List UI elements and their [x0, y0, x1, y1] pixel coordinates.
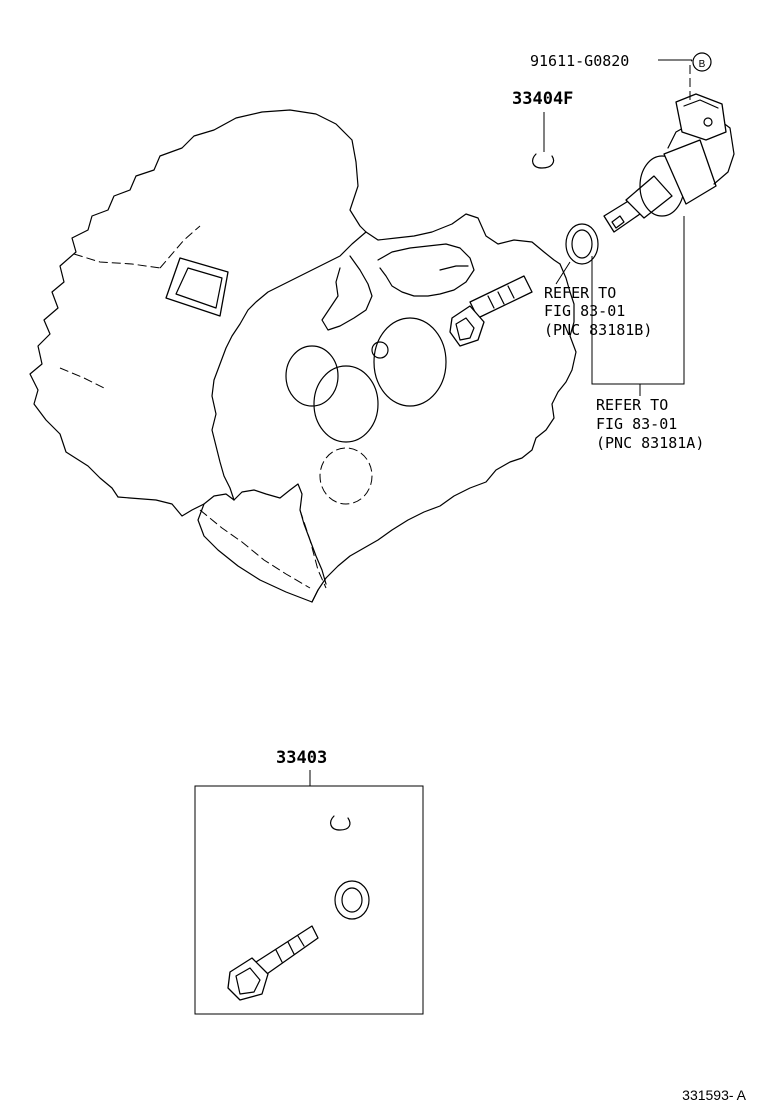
label-clip-part: 33404F: [512, 89, 573, 109]
kit-driven-gear: [227, 925, 319, 1001]
o-ring: [555, 223, 599, 285]
refer-a-line2: FIG 83-01: [596, 415, 677, 433]
bolt-marker: B: [699, 59, 706, 70]
refer-bracket-a: [591, 216, 685, 396]
refer-b-line2: FIG 83-01: [544, 302, 625, 320]
label-sensor-bolt: 91611-G0820: [530, 52, 629, 70]
speedometer-driven-gear: [449, 275, 533, 347]
kit-box: 33403: [194, 748, 424, 1015]
clip-33404f: [532, 112, 555, 169]
kit-o-ring: [334, 880, 370, 920]
refer-a-line3: (PNC 83181A): [596, 434, 704, 452]
refer-b-line1: REFER TO: [544, 284, 616, 302]
refer-a-line1: REFER TO: [596, 396, 668, 414]
refer-b-line3: (PNC 83181B): [544, 321, 652, 339]
transmission-housing: [29, 109, 577, 603]
kit-clip: [330, 815, 351, 831]
figure-id: 331593- A: [682, 1087, 746, 1103]
speed-sensor: B: [603, 52, 735, 233]
label-kit-part: 33403: [276, 748, 327, 768]
